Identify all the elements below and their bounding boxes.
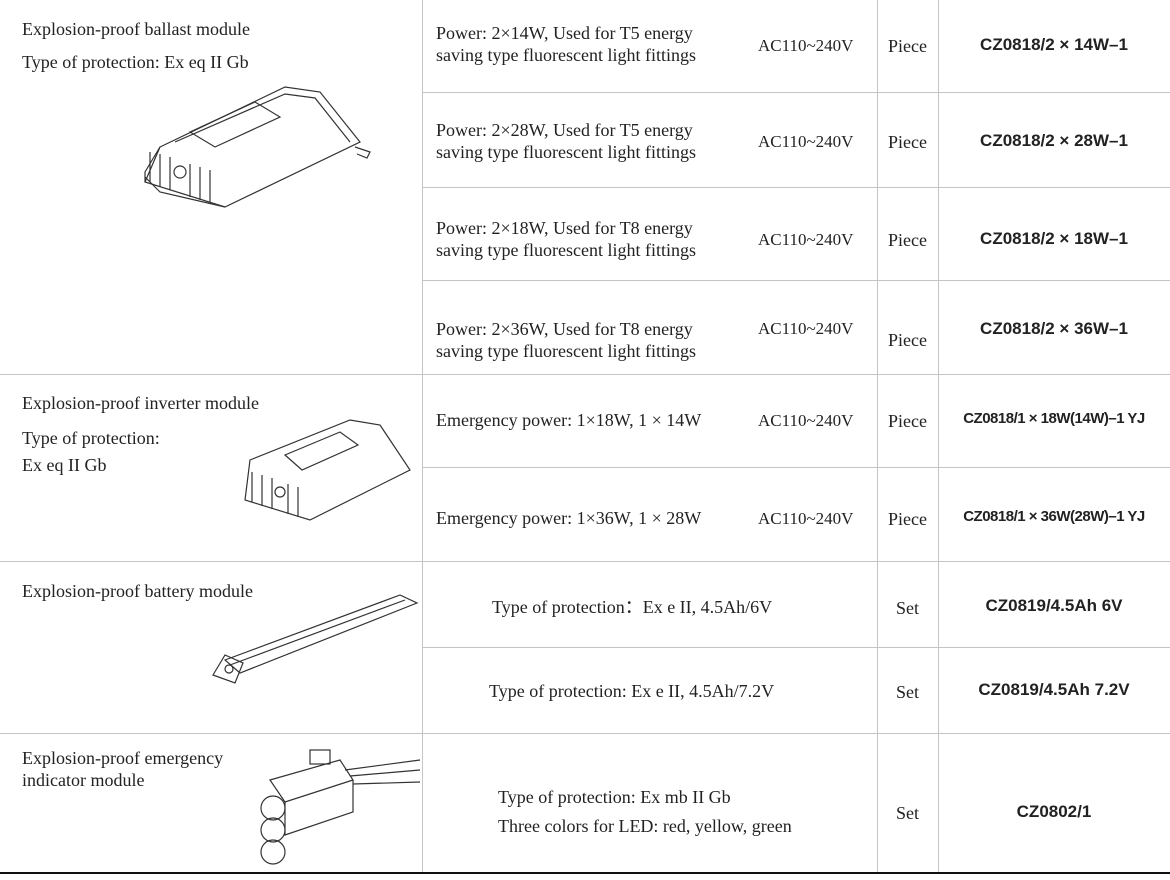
group-name: indicator module	[22, 770, 145, 790]
row-description: saving type fluorescent light fittings	[436, 142, 696, 162]
row-description: Power: 2×14W, Used for T5 energy	[436, 23, 693, 43]
row-model-code: CZ0802/1	[1016, 802, 1092, 821]
row-description: Emergency power: 1×36W, 1 × 28W	[436, 508, 702, 528]
row-model-code: CZ0819/4.5Ah 7.2V	[978, 680, 1130, 699]
group-protection: Type of protection: Ex eq II Gb	[22, 52, 249, 72]
row-model-code: CZ0818/2 × 14W–1	[980, 35, 1128, 54]
row-model-code: CZ0818/1 × 18W(14W)–1 YJ	[963, 410, 1145, 427]
row-description: Emergency power: 1×18W, 1 × 14W	[436, 410, 702, 430]
ballast-module-drawing	[144, 86, 371, 208]
row-description: saving type fluorescent light fittings	[436, 341, 696, 361]
inverter-module-drawing	[244, 419, 411, 521]
row-unit: Set	[895, 598, 919, 618]
row-divider	[422, 280, 1170, 281]
group-protection: Ex eq II Gb	[22, 455, 107, 475]
group-divider	[0, 561, 1170, 562]
row-voltage: AC110~240V	[758, 132, 854, 151]
group-protection: Type of protection:	[22, 428, 160, 448]
group-name: Explosion-proof inverter module	[22, 393, 259, 413]
row-description: Type of protection：Ex e II, 4.5Ah/6V	[492, 597, 773, 617]
row-description: saving type fluorescent light fittings	[436, 45, 696, 65]
row-divider	[422, 647, 1170, 648]
row-divider	[422, 187, 1170, 188]
row-model-code: CZ0819/4.5Ah 6V	[985, 596, 1123, 615]
row-model-code: CZ0818/1 × 36W(28W)–1 YJ	[963, 508, 1145, 525]
row-description: Power: 2×18W, Used for T8 energy	[436, 218, 693, 238]
row-divider	[422, 467, 1170, 468]
row-unit: Piece	[888, 36, 927, 56]
row-unit: Set	[895, 803, 919, 823]
row-unit: Piece	[888, 230, 927, 250]
column-divider	[938, 0, 939, 873]
row-model-code: CZ0818/2 × 28W–1	[980, 131, 1128, 150]
row-voltage: AC110~240V	[758, 319, 854, 338]
row-unit: Piece	[888, 411, 927, 431]
row-description: Power: 2×36W, Used for T8 energy	[436, 319, 693, 339]
group-name: Explosion-proof battery module	[22, 581, 253, 601]
row-unit: Piece	[888, 132, 927, 152]
row-description: saving type fluorescent light fittings	[436, 240, 696, 260]
row-description: Power: 2×28W, Used for T5 energy	[436, 120, 693, 140]
row-unit: Piece	[888, 509, 927, 529]
indicator-module-drawing	[260, 749, 421, 865]
row-voltage: AC110~240V	[758, 36, 854, 55]
column-divider	[877, 0, 878, 873]
group-divider	[0, 374, 1170, 375]
row-voltage: AC110~240V	[758, 509, 854, 528]
group-divider	[0, 733, 1170, 734]
row-divider	[422, 92, 1170, 93]
row-description: Three colors for LED: red, yellow, green	[498, 816, 792, 836]
group-name: Explosion-proof ballast module	[22, 19, 250, 39]
row-unit: Set	[895, 682, 919, 702]
battery-module-drawing	[212, 594, 419, 684]
row-voltage: AC110~240V	[758, 411, 854, 430]
row-model-code: CZ0818/2 × 18W–1	[980, 229, 1128, 248]
group-name: Explosion-proof emergency	[22, 748, 224, 768]
row-description: Type of protection: Ex e II, 4.5Ah/7.2V	[489, 681, 775, 701]
row-description: Type of protection: Ex mb II Gb	[498, 787, 731, 807]
row-voltage: AC110~240V	[758, 230, 854, 249]
row-unit: Piece	[888, 330, 927, 350]
column-divider	[422, 0, 423, 873]
table-bottom-rule	[0, 872, 1170, 874]
row-model-code: CZ0818/2 × 36W–1	[980, 319, 1128, 338]
